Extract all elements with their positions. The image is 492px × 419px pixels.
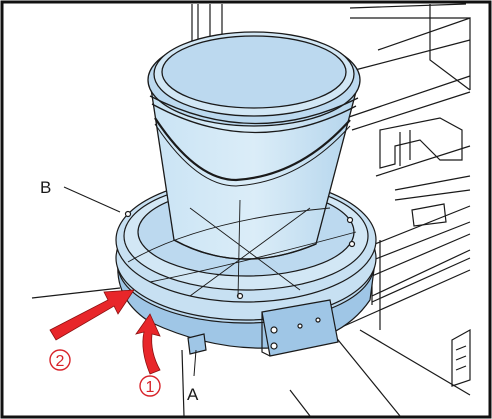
circled-number-one-icon — [139, 375, 161, 397]
label-a: A — [187, 385, 199, 404]
circled-number-two-icon — [49, 349, 71, 371]
machine-background — [31, 3, 471, 417]
label-b-leader — [63, 186, 121, 213]
bucket — [127, 31, 361, 299]
arrow-step-1 — [135, 313, 161, 375]
label-b: B — [40, 178, 51, 197]
step-1-marker: 1 — [139, 375, 161, 397]
label-a-leader — [193, 349, 197, 377]
step-2-marker: 2 — [49, 349, 71, 371]
step-1-label: 1 — [146, 379, 155, 396]
step-2-label: 2 — [56, 353, 65, 370]
arrow-step-2 — [49, 289, 135, 341]
